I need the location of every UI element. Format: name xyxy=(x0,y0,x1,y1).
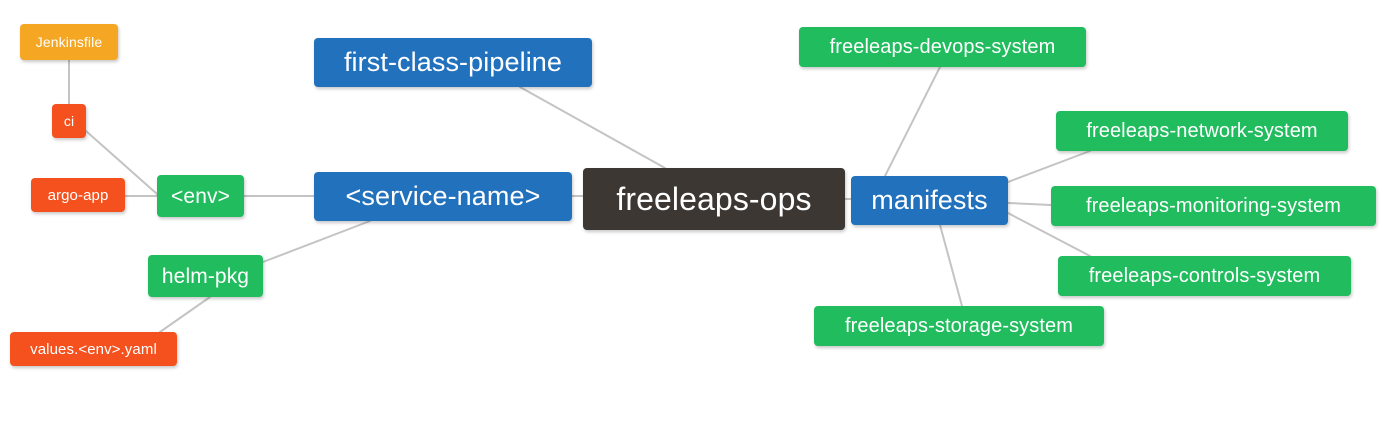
node-label-env: <env> xyxy=(171,184,230,208)
node-label-freeleaps-storage-system: freeleaps-storage-system xyxy=(844,315,1074,337)
node-jenkinsfile[interactable]: Jenkinsfile xyxy=(20,24,118,60)
node-freeleaps-devops-system[interactable]: freeleaps-devops-system xyxy=(799,27,1086,67)
node-manifests[interactable]: manifests xyxy=(851,176,1008,225)
edge-first-class-pipeline-to-freeleaps-ops xyxy=(519,86,666,169)
node-argo-app[interactable]: argo-app xyxy=(31,178,125,212)
node-service-name[interactable]: <service-name> xyxy=(314,172,572,221)
node-label-values-yaml: values.<env>.yaml xyxy=(30,340,157,358)
node-label-manifests: manifests xyxy=(871,185,988,215)
node-label-freeleaps-monitoring-system: freeleaps-monitoring-system xyxy=(1085,195,1341,217)
node-label-jenkinsfile: Jenkinsfile xyxy=(35,34,103,50)
node-freeleaps-network-system[interactable]: freeleaps-network-system xyxy=(1056,111,1348,151)
node-freeleaps-ops[interactable]: freeleaps-ops xyxy=(583,168,845,230)
edge-manifests-to-freeleaps-monitoring-system xyxy=(1007,202,1052,206)
node-helm-pkg[interactable]: helm-pkg xyxy=(148,255,263,297)
node-ci[interactable]: ci xyxy=(52,104,86,138)
node-label-ci: ci xyxy=(63,113,75,129)
edge-manifests-to-freeleaps-devops-system xyxy=(884,66,941,177)
edge-manifests-to-freeleaps-network-system xyxy=(1007,150,1091,183)
node-freeleaps-storage-system[interactable]: freeleaps-storage-system xyxy=(814,306,1104,346)
node-env[interactable]: <env> xyxy=(157,175,244,217)
edge-helm-pkg-to-service-name xyxy=(262,220,371,263)
edge-manifests-to-freeleaps-storage-system xyxy=(939,224,963,307)
node-label-service-name: <service-name> xyxy=(345,181,541,211)
node-values-yaml[interactable]: values.<env>.yaml xyxy=(10,332,177,366)
node-label-first-class-pipeline: first-class-pipeline xyxy=(343,47,563,77)
node-label-argo-app: argo-app xyxy=(47,186,109,204)
node-first-class-pipeline[interactable]: first-class-pipeline xyxy=(314,38,592,87)
node-label-helm-pkg: helm-pkg xyxy=(161,264,250,288)
edge-values-yaml-to-helm-pkg xyxy=(159,296,211,333)
node-label-freeleaps-network-system: freeleaps-network-system xyxy=(1086,120,1318,142)
node-label-freeleaps-controls-system: freeleaps-controls-system xyxy=(1088,265,1321,287)
node-freeleaps-monitoring-system[interactable]: freeleaps-monitoring-system xyxy=(1051,186,1376,226)
node-label-freeleaps-devops-system: freeleaps-devops-system xyxy=(829,36,1056,58)
node-label-freeleaps-ops: freeleaps-ops xyxy=(616,181,812,217)
node-freeleaps-controls-system[interactable]: freeleaps-controls-system xyxy=(1058,256,1351,296)
